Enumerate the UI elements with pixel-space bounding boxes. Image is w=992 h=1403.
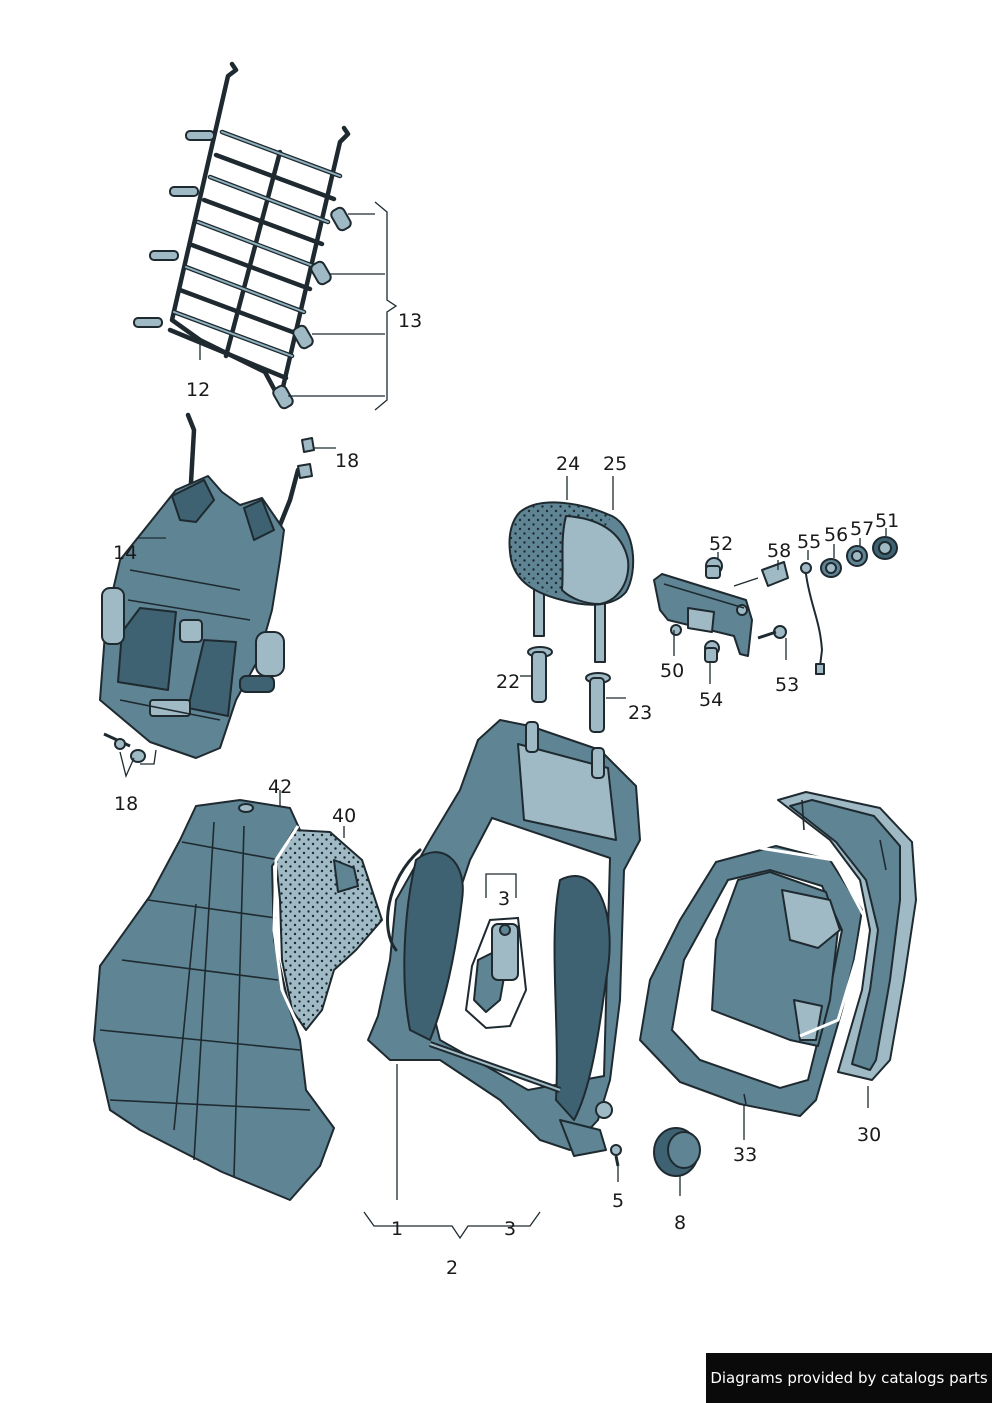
callout-18-bottom: 18 [114, 793, 138, 815]
callout-52: 52 [709, 533, 733, 555]
headrest-guide-22 [520, 646, 553, 703]
callout-40: 40 [332, 805, 356, 827]
headrest-adjuster [653, 536, 898, 675]
callout-13: 13 [398, 310, 422, 332]
callout-labels: 12 13 14 18 18 24 25 22 23 52 58 55 56 5… [113, 310, 899, 1279]
callout-25: 25 [603, 453, 627, 475]
bracket-13 [288, 201, 398, 411]
callout-54: 54 [699, 689, 723, 711]
callout-56: 56 [824, 524, 848, 546]
callout-57: 57 [850, 518, 874, 540]
screw-5 [610, 1144, 622, 1182]
headrest [508, 501, 635, 663]
callout-14: 14 [113, 542, 137, 564]
callout-22: 22 [496, 671, 520, 693]
rear-panel [777, 791, 917, 1081]
callout-30: 30 [857, 1124, 881, 1146]
callout-58: 58 [767, 540, 791, 562]
callout-18-top: 18 [335, 450, 359, 472]
credit-text: Diagrams provided by catalogs parts [710, 1369, 988, 1387]
callout-23: 23 [628, 702, 652, 724]
callout-5: 5 [612, 1190, 624, 1212]
callout-12: 12 [186, 379, 210, 401]
mat-spring-left [133, 130, 215, 328]
knob-8 [653, 1127, 701, 1196]
callout-8: 8 [674, 1212, 686, 1234]
callout-55: 55 [797, 531, 821, 553]
mat-spring-right [272, 206, 352, 410]
backrest-adjuster-plate [99, 412, 301, 759]
actuator-inset [464, 873, 528, 1030]
headrest-guide-23 [585, 672, 626, 733]
callout-42: 42 [268, 776, 292, 798]
callout-2: 2 [446, 1257, 458, 1279]
backrest-pad [272, 825, 383, 1031]
clip-18-top [297, 437, 336, 479]
screw-18-bottom [103, 732, 157, 778]
callout-3-inset: 3 [498, 888, 510, 910]
rear-panel-frame [639, 845, 866, 1117]
callout-53: 53 [775, 674, 799, 696]
callout-50: 50 [660, 660, 684, 682]
callout-24: 24 [556, 453, 580, 475]
callout-33: 33 [733, 1144, 757, 1166]
backrest-cover [93, 799, 335, 1201]
callout-1: 1 [391, 1218, 403, 1240]
credit-banner: Diagrams provided by catalogs parts [706, 1353, 992, 1403]
lumbar-wire-mat [133, 61, 352, 410]
callout-3-frame: 3 [504, 1218, 516, 1240]
callout-51: 51 [875, 510, 899, 532]
